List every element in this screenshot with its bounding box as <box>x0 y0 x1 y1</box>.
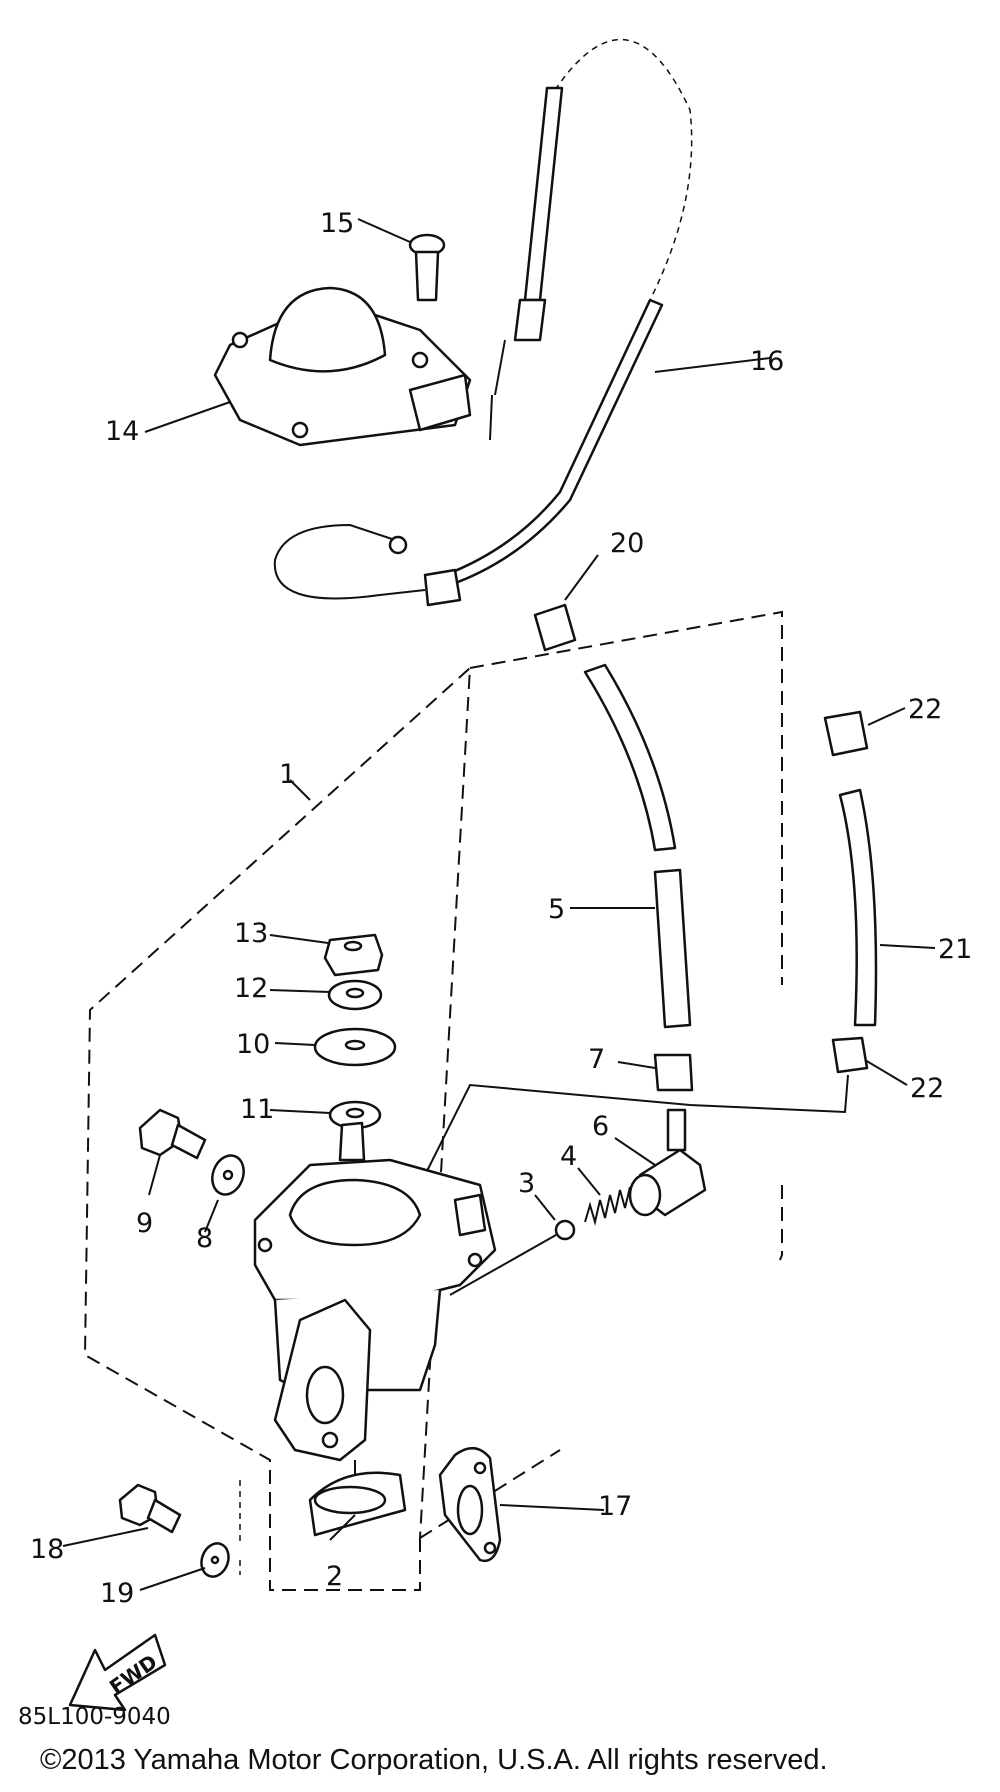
part-label-14: 14 <box>105 416 139 447</box>
part-label-7: 7 <box>588 1044 605 1075</box>
part-label-2: 2 <box>326 1561 343 1592</box>
part-label-11: 11 <box>240 1094 274 1125</box>
sleeve-part-7 <box>653 1053 694 1092</box>
copyright-notice: ©2013 Yamaha Motor Corporation, U.S.A. A… <box>40 1744 828 1776</box>
part-label-18: 18 <box>30 1534 64 1565</box>
part-label-16: 16 <box>750 346 784 377</box>
hose-part-21 <box>838 788 878 1027</box>
part-label-5: 5 <box>548 894 565 925</box>
sleeve-part-22-top <box>823 710 869 757</box>
part-label-1: 1 <box>279 759 296 790</box>
part-label-4: 4 <box>560 1141 577 1172</box>
part-label-9: 9 <box>136 1208 153 1239</box>
diagram-code: 85L100-9040 <box>18 1704 171 1730</box>
pump-body <box>253 1121 497 1462</box>
part-label-20: 20 <box>610 528 644 559</box>
part-label-22-bottom: 22 <box>910 1073 944 1104</box>
hose-part-5 <box>583 663 692 1029</box>
washer-part-11 <box>328 1100 382 1130</box>
fitting-part-6 <box>628 1108 707 1217</box>
washer-part-8 <box>211 1154 245 1196</box>
washer-part-10 <box>313 1027 397 1067</box>
sleeve-part-20 <box>533 603 577 652</box>
spring-part-4 <box>584 1186 631 1226</box>
part-labels: 1 2 3 4 5 6 7 8 9 10 11 12 13 14 15 16 1… <box>30 208 972 1609</box>
part-label-13: 13 <box>234 918 268 949</box>
washer-part-12 <box>327 979 383 1011</box>
part-label-6: 6 <box>592 1111 609 1142</box>
seal-part-2 <box>308 1471 407 1537</box>
sleeve-part-22-bottom <box>831 1036 869 1074</box>
part-label-22-top: 22 <box>908 694 942 725</box>
ball-guide-line <box>449 1234 557 1296</box>
bolt-part-18 <box>118 1483 182 1534</box>
bolt-part-9 <box>138 1108 207 1160</box>
part-label-17: 17 <box>598 1491 632 1522</box>
cable-part-16 <box>273 38 693 607</box>
cover-part <box>213 286 472 447</box>
fwd-arrow-icon: FWD <box>68 1633 167 1712</box>
part-label-3: 3 <box>518 1168 535 1199</box>
bolt-part-15 <box>408 233 446 302</box>
part-label-21: 21 <box>938 934 972 965</box>
assembly-group-outline-right <box>419 1449 561 1539</box>
part-label-8: 8 <box>196 1223 213 1254</box>
leader-lines <box>62 218 936 1591</box>
part-label-19: 19 <box>100 1578 134 1609</box>
part-label-12: 12 <box>234 973 268 1004</box>
part-label-10: 10 <box>236 1029 270 1060</box>
washer-part-19 <box>200 1542 230 1578</box>
gasket-part-17 <box>438 1447 502 1563</box>
hose-connection-line <box>424 1074 849 1176</box>
assembly-group-outline <box>83 610 783 1591</box>
nut-part-13 <box>323 933 384 977</box>
part-label-15: 15 <box>320 208 354 239</box>
ball-part-3 <box>554 1219 576 1241</box>
